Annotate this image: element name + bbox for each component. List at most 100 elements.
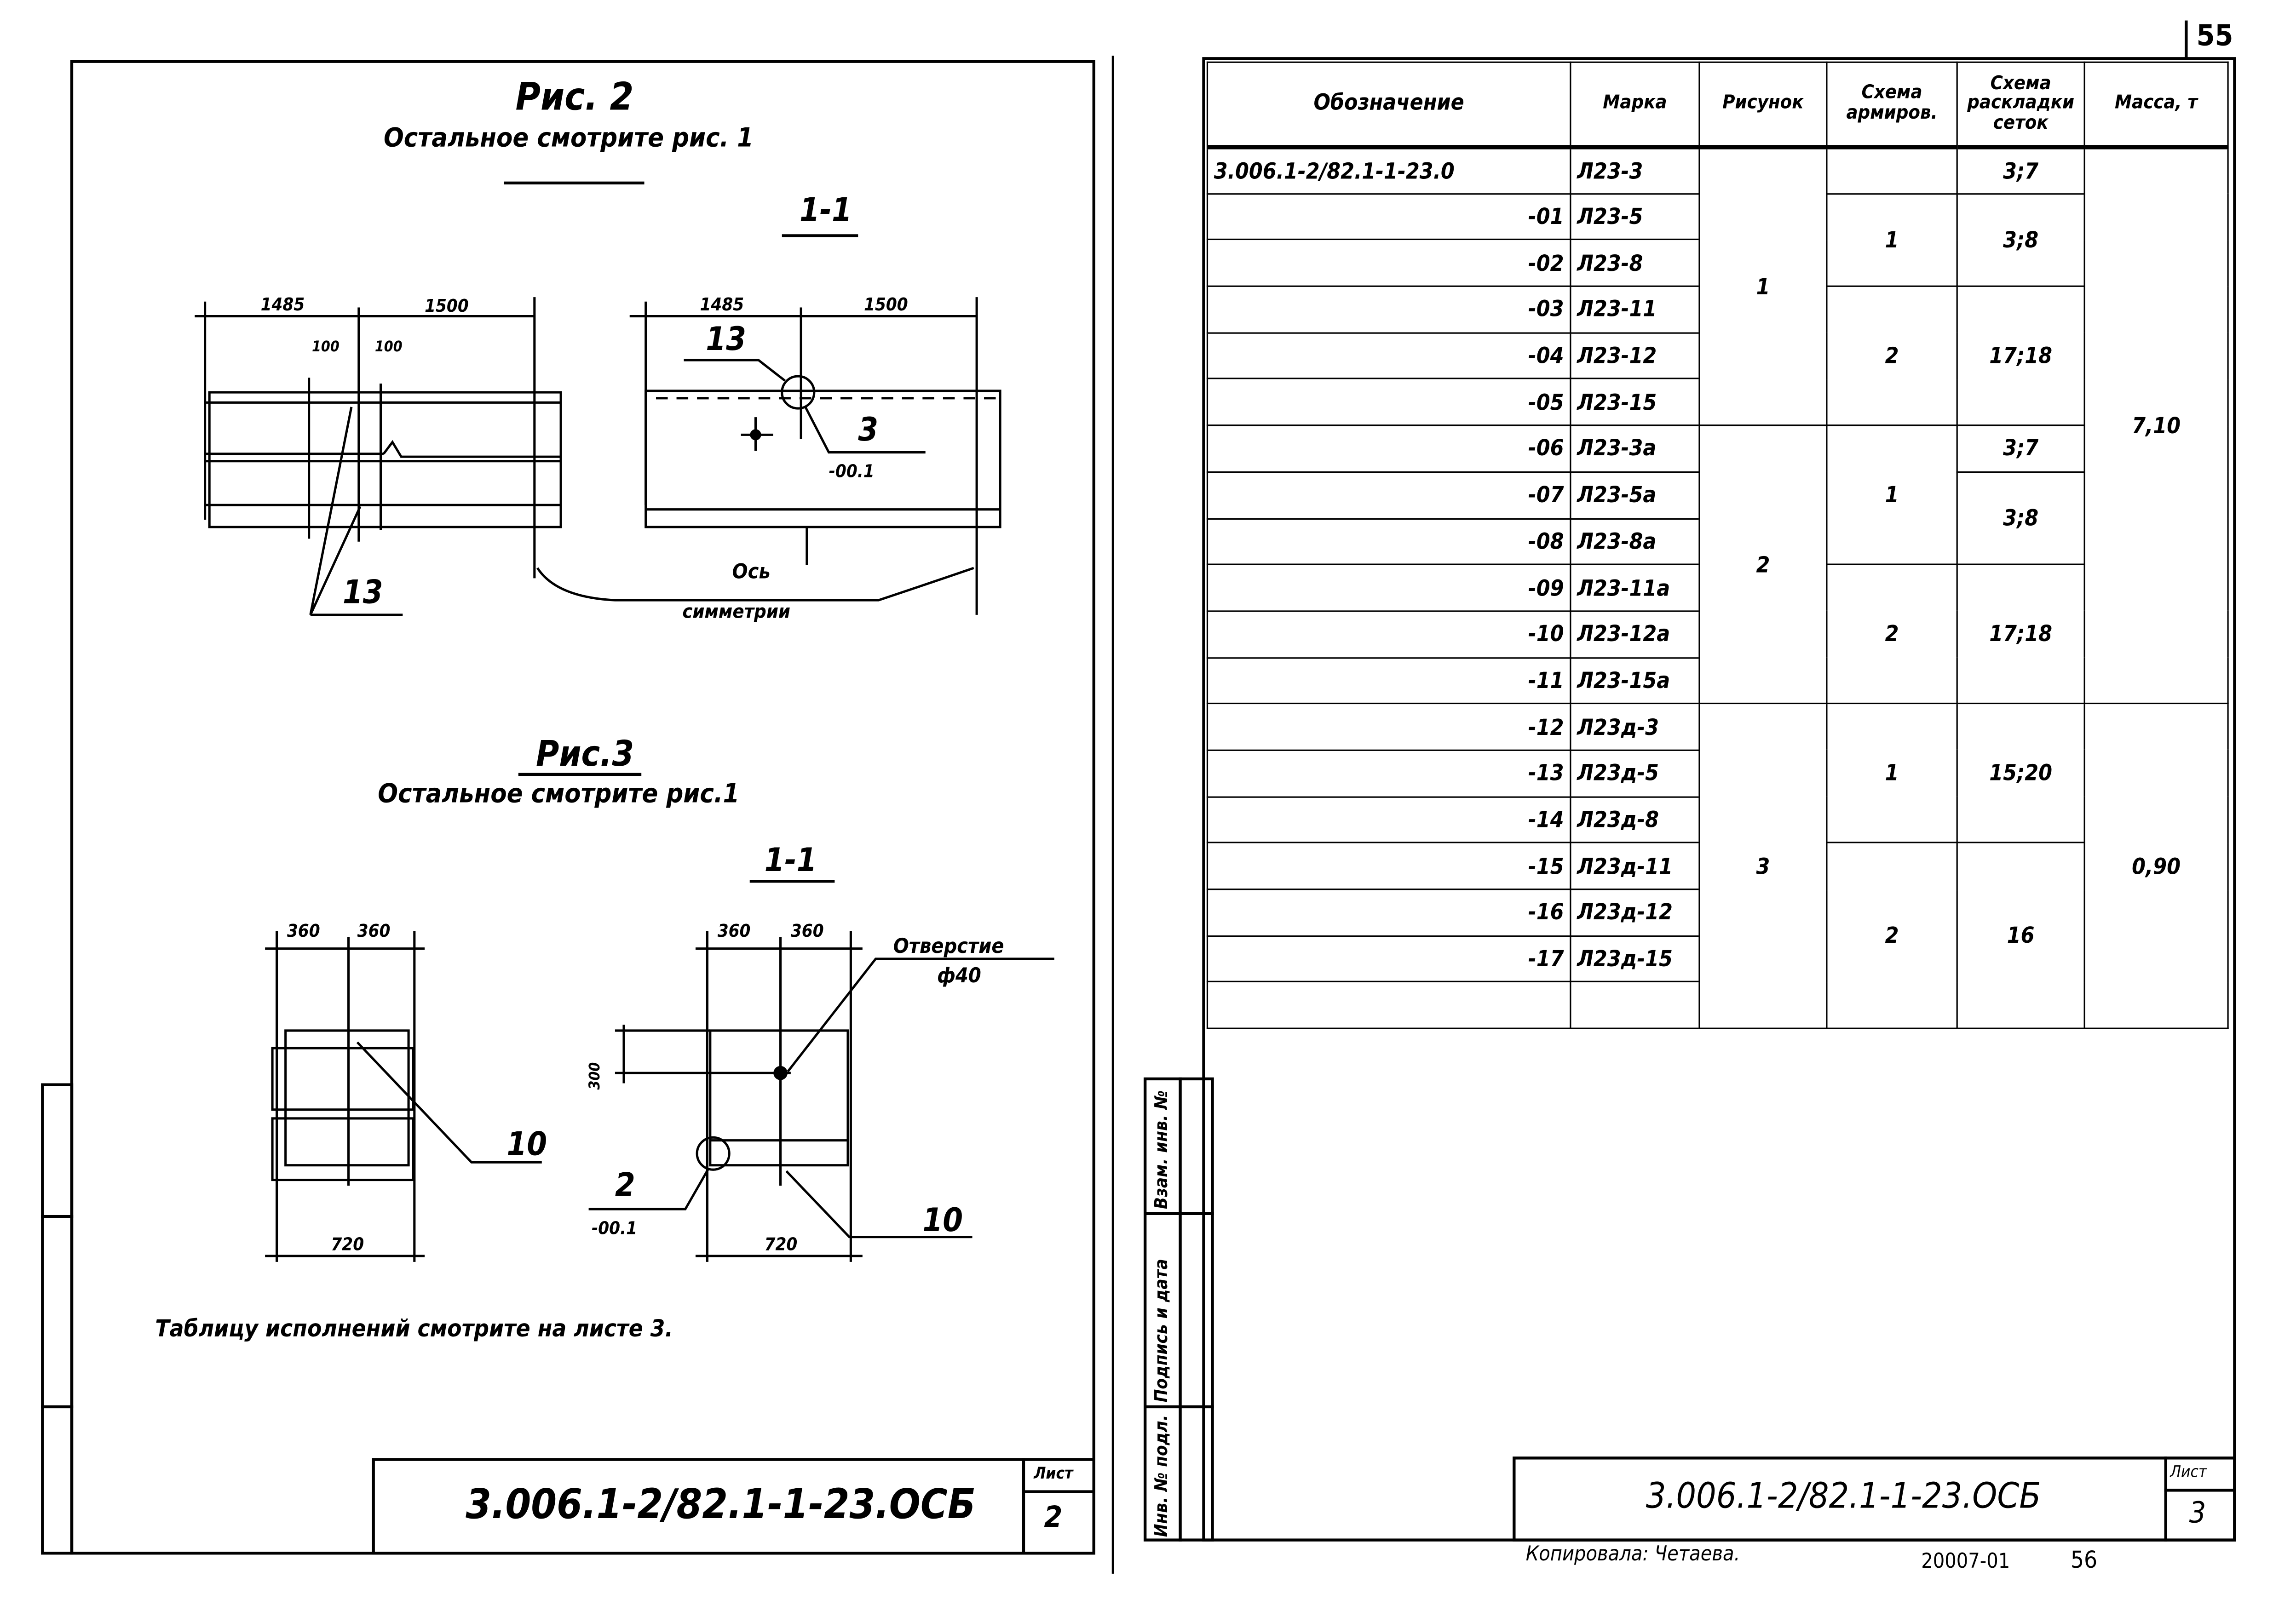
note-table-reference: Таблицу исполнений смотрите на листе 3. (155, 1314, 673, 1342)
hole-label: Отверстие (893, 935, 1004, 959)
left-sheet-cell-hdivider (1022, 1490, 1095, 1493)
cell-designation: -16 (1206, 889, 1571, 937)
dim-100-left: 100 (312, 339, 340, 356)
cell-designation: -13 (1206, 749, 1571, 797)
cell-mark: Л23-12 (1570, 332, 1700, 380)
fig2-section-underline (782, 234, 858, 237)
fig2-section-label: 1-1 (799, 193, 852, 230)
footer-page: 56 (2070, 1546, 2098, 1574)
cell-mark: Л23д-11 (1570, 842, 1700, 890)
cell-mark: Л23д-15 (1570, 935, 1700, 983)
fig3-dim-720: 720 (331, 1234, 364, 1255)
variants-table: Обозначение Марка Рисунок Схема армиров.… (1206, 61, 2229, 1029)
fig3-section-label: 1-1 (764, 843, 817, 880)
dim-1485: 1485 (260, 294, 305, 315)
fig3-title-underline (518, 773, 642, 776)
cell-mark: Л23д-12 (1570, 889, 1700, 937)
dim-100-right: 100 (374, 339, 403, 356)
cell-designation: -02 (1206, 239, 1571, 287)
fig3-section-dim-360b: 360 (790, 921, 824, 941)
left-sheet-label: Лист (1034, 1464, 1073, 1483)
cell-reinforcement-scheme: 1 (1826, 703, 1958, 844)
stamp-col-divider (1179, 1077, 1182, 1542)
cell-mass: 7,10 (2083, 146, 2229, 705)
cell-reinforcement-scheme: 2 (1826, 564, 1958, 705)
cell-mark: Л23д-3 (1570, 703, 1700, 751)
cell-mark: Л23-11а (1570, 564, 1700, 612)
cell-designation: -06 (1206, 424, 1571, 473)
fig2-plan-view (195, 297, 562, 616)
header-designation: Обозначение (1206, 61, 1571, 149)
axis-label-2: симметрии (682, 602, 791, 624)
cell-designation (1206, 981, 1571, 1029)
callout-13: 13 (342, 575, 383, 612)
cell-designation: -17 (1206, 935, 1571, 983)
cell-designation: -08 (1206, 517, 1571, 566)
section-callout-mark: -00.1 (829, 461, 875, 482)
cell-mesh-layout: 3;7 (1956, 146, 2085, 195)
cell-mark: Л23-3а (1570, 424, 1700, 473)
left-title-block (372, 1458, 1095, 1555)
cell-designation: -05 (1206, 378, 1571, 426)
cell-designation: -07 (1206, 471, 1571, 519)
fig3-section-dim-360a: 360 (717, 921, 751, 941)
stamp-signature-date: Подпись и дата (1151, 1259, 1172, 1403)
cell-mark: Л23-15а (1570, 656, 1700, 705)
fig3-section-callout-mark: -00.1 (591, 1218, 638, 1238)
stamp-inv-no: Инв. № подл. (1151, 1415, 1172, 1537)
fig3-subtitle: Остальное смотрите рис.1 (378, 779, 740, 810)
cell-figure: 2 (1698, 424, 1828, 705)
fig2-section-view (536, 297, 1001, 615)
cell-mark (1570, 981, 1700, 1029)
cell-designation: -03 (1206, 285, 1571, 333)
fig3-plan-view (265, 931, 542, 1262)
section-callout-3: 3 (858, 413, 879, 450)
cell-designation: -11 (1206, 656, 1571, 705)
cell-mesh-layout: 3;7 (1956, 424, 2085, 473)
cell-designation: -12 (1206, 703, 1571, 751)
fig3-section-view (588, 931, 1054, 1262)
right-stamp-column (1144, 1077, 1214, 1542)
left-sheet-number: 2 (1044, 1499, 1063, 1534)
fig3-section-callout-10: 10 (922, 1203, 963, 1240)
cell-reinforcement-scheme: 2 (1826, 285, 1958, 426)
page-number-top: 55 (2196, 17, 2233, 53)
cell-designation: -14 (1206, 796, 1571, 844)
cell-designation: 3.006.1-2/82.1-1-23.0 (1206, 146, 1571, 195)
cell-mark: Л23-3 (1570, 146, 1700, 195)
left-stamp-column (41, 1083, 74, 1555)
cell-designation: -15 (1206, 842, 1571, 890)
cell-designation: -10 (1206, 610, 1571, 658)
cell-mark: Л23-8а (1570, 517, 1700, 566)
right-sheet-cell-divider (2164, 1456, 2167, 1542)
stamp-row-divider (1144, 1212, 1214, 1215)
header-mass: Масса, т (2083, 61, 2229, 149)
fig3-title: Рис.3 (536, 733, 634, 774)
fig3-dim-360a: 360 (287, 921, 320, 941)
header-mesh-layout-scheme: Схема раскладки сеток (1956, 61, 2085, 149)
cell-designation: -09 (1206, 564, 1571, 612)
cell-mesh-layout: 3;8 (1956, 471, 2085, 566)
cell-mesh-layout: 3;8 (1956, 193, 2085, 287)
page-number-divider (2185, 20, 2188, 59)
fig3-section-dim-720: 720 (764, 1234, 798, 1255)
cell-designation: -01 (1206, 193, 1571, 241)
fig3-section-callout-2: 2 (615, 1168, 635, 1205)
cell-mass: 0,90 (2083, 703, 2229, 1029)
cell-mesh-layout: 16 (1956, 842, 2085, 1029)
